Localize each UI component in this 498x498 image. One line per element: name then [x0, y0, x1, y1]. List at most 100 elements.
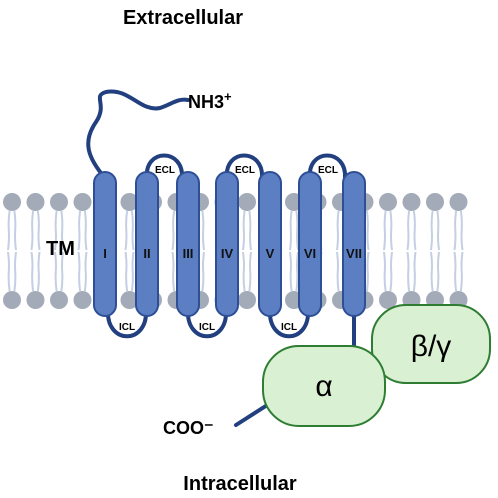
lipid-tail [430, 210, 434, 251]
lipid-tail [436, 210, 440, 251]
ecl-label-3: ECL [318, 165, 338, 176]
lipid-tail [130, 210, 135, 251]
lipid-tail [383, 251, 387, 292]
helix-label: VII [346, 246, 362, 261]
lipid-tail [60, 251, 64, 292]
lipid-tail [60, 210, 64, 251]
lipid-head [379, 193, 397, 211]
lipid-head [26, 193, 45, 211]
lipid-tail [13, 210, 17, 251]
lipid-tail [54, 251, 58, 292]
inner-lipid [50, 251, 68, 309]
helix-body [298, 171, 322, 317]
g-protein: β/γ α [262, 304, 491, 427]
lipid-head [73, 291, 92, 309]
lipid-tail [289, 210, 293, 251]
lipid-head [379, 291, 397, 309]
inner-lipid [379, 251, 397, 309]
lipid-tail [124, 210, 129, 251]
lipid-tail [459, 251, 464, 292]
outer-lipid [50, 193, 68, 251]
lipid-tail [383, 210, 387, 251]
lipid-tail [295, 210, 299, 251]
lipid-tail [36, 210, 41, 251]
ecl-loop-2 [224, 153, 265, 180]
lipid-head [26, 291, 45, 309]
lipid-tail [171, 210, 176, 251]
lipid-tail [412, 251, 417, 292]
lipid-tail [36, 251, 41, 292]
lipid-tail [171, 251, 176, 292]
polypeptide-chain [86, 89, 356, 427]
n-terminus-text: NH3 [188, 92, 224, 112]
lipid-tail [430, 251, 434, 292]
beta-gamma-label: β/γ [411, 330, 452, 363]
helix-body [258, 171, 282, 317]
helix-body [176, 171, 200, 317]
lipid-head [50, 291, 68, 309]
outer-lipid [449, 193, 468, 251]
lipid-tail [30, 210, 35, 251]
icl-loop-3 [267, 308, 311, 339]
lipid-tail [201, 210, 205, 251]
lipid-head [50, 193, 68, 211]
helix-label: III [183, 246, 194, 261]
helix-1: I [93, 171, 117, 317]
helix-label: VI [304, 246, 316, 261]
lipid-tail [242, 210, 246, 251]
lipid-tail [7, 251, 11, 292]
lipid-tail [365, 210, 370, 251]
lipid-tail [453, 251, 458, 292]
lipid-head [3, 193, 21, 211]
helix-3: III [176, 171, 200, 317]
lipid-tail [242, 251, 246, 292]
lipid-tail [365, 251, 370, 292]
lipid-tail [389, 210, 393, 251]
helix-6: VI [298, 171, 322, 317]
lipid-tail [83, 251, 88, 292]
lipid-tail [30, 251, 35, 292]
inner-lipid [3, 251, 21, 309]
lipid-tail [436, 251, 440, 292]
n-terminus-tail [86, 89, 190, 180]
outer-lipid [26, 193, 45, 251]
lipid-tail [54, 210, 58, 251]
helix-body [93, 171, 117, 317]
lipid-head [426, 193, 444, 211]
beta-gamma-subunit [371, 304, 491, 384]
helix-7: VII [342, 171, 366, 317]
lipid-tail [130, 251, 135, 292]
lipid-tail [77, 251, 82, 292]
lipid-tail [83, 210, 88, 251]
icl-loop-2 [185, 308, 229, 339]
lipid-head [449, 193, 468, 211]
ecl-label-1: ECL [155, 165, 175, 176]
lipid-tail [412, 210, 417, 251]
outer-lipid [120, 193, 139, 251]
ecl-loop-3 [307, 153, 348, 180]
lipid-tail [124, 251, 129, 292]
inner-lipid [120, 251, 139, 309]
outer-lipid [73, 193, 92, 251]
icl-label-2: ICL [199, 322, 215, 333]
lipid-head [120, 291, 139, 309]
n-terminus-label: NH3+ [188, 89, 232, 112]
lipid-head [238, 291, 256, 309]
outer-lipid [238, 193, 256, 251]
ecl-loop-1 [144, 153, 185, 180]
helix-2: II [135, 171, 159, 317]
alpha-label: α [315, 370, 332, 403]
intracellular-label: Intracellular [183, 473, 297, 495]
inner-lipid [73, 251, 92, 309]
lipid-tail [289, 251, 293, 292]
alpha-subunit [262, 345, 386, 427]
outer-lipid [426, 193, 444, 251]
lipid-tail [77, 210, 82, 251]
icl-label-1: ICL [119, 322, 135, 333]
membrane-label: TM [46, 238, 75, 260]
helix-body [342, 171, 366, 317]
c-terminus-label: COO⁻ [163, 418, 214, 438]
